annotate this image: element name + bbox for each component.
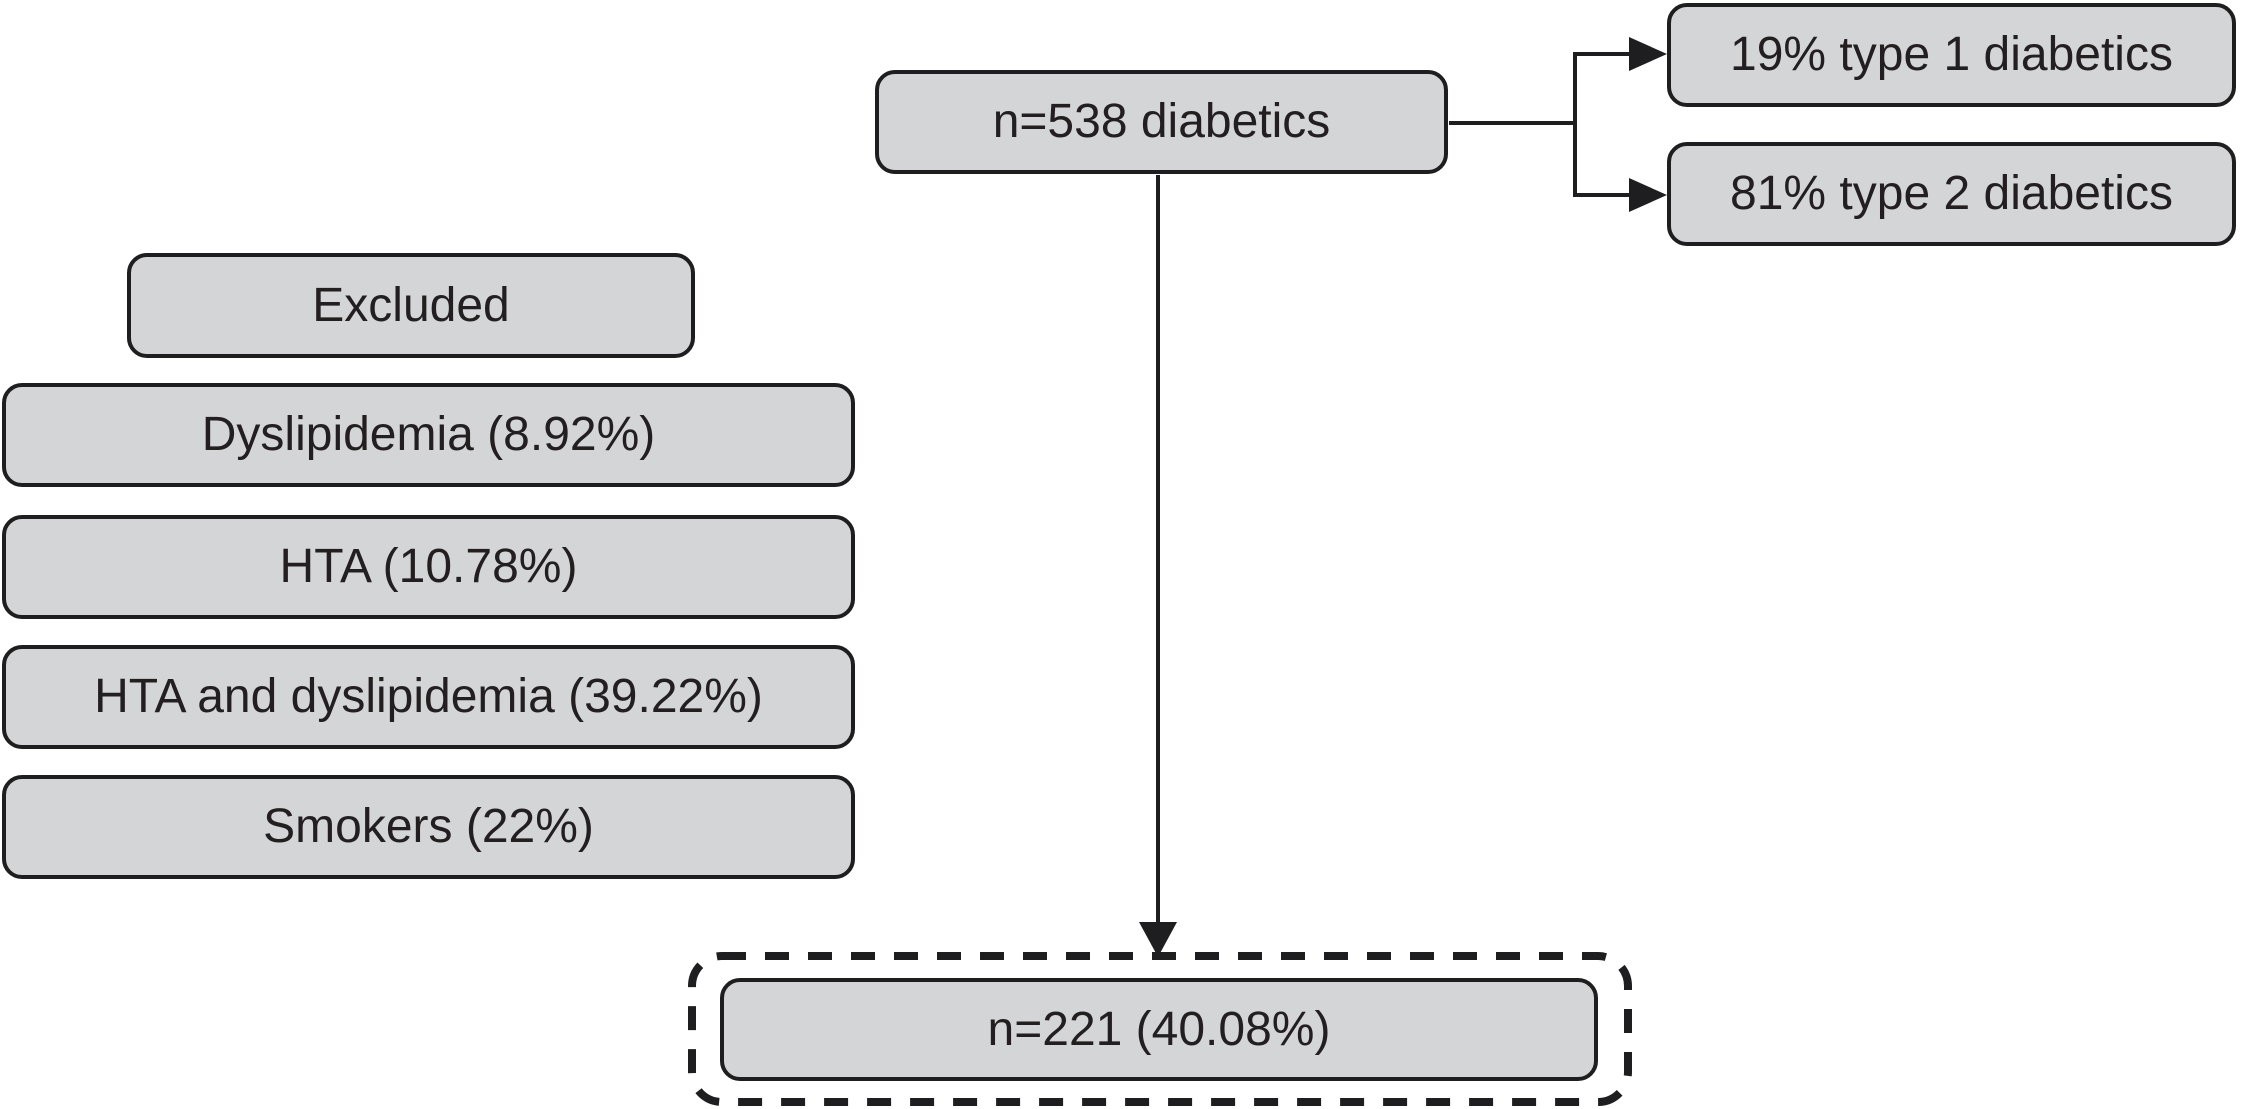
node-excluded-dyslipidemia: Dyslipidemia (8.92%) [2,383,855,487]
arrowhead-right-type2-icon [1629,178,1667,212]
arrowhead-down-icon [1139,922,1177,957]
node-excluded-hta: HTA (10.78%) [2,515,855,619]
node-excluded-hta-and-dyslipidemia: HTA and dyslipidemia (39.22%) [2,645,855,749]
node-total-diabetics: n=538 diabetics [875,70,1448,174]
node-type1-diabetics: 19% type 1 diabetics [1667,3,2236,107]
node-excluded-smokers: Smokers (22%) [2,775,855,879]
node-final-sample: n=221 (40.08%) [720,978,1598,1081]
final-dashed-outline [688,952,1632,1106]
node-type2-diabetics: 81% type 2 diabetics [1667,142,2236,246]
arrowhead-right-type1-icon [1629,37,1667,71]
node-excluded-header: Excluded [127,253,695,358]
